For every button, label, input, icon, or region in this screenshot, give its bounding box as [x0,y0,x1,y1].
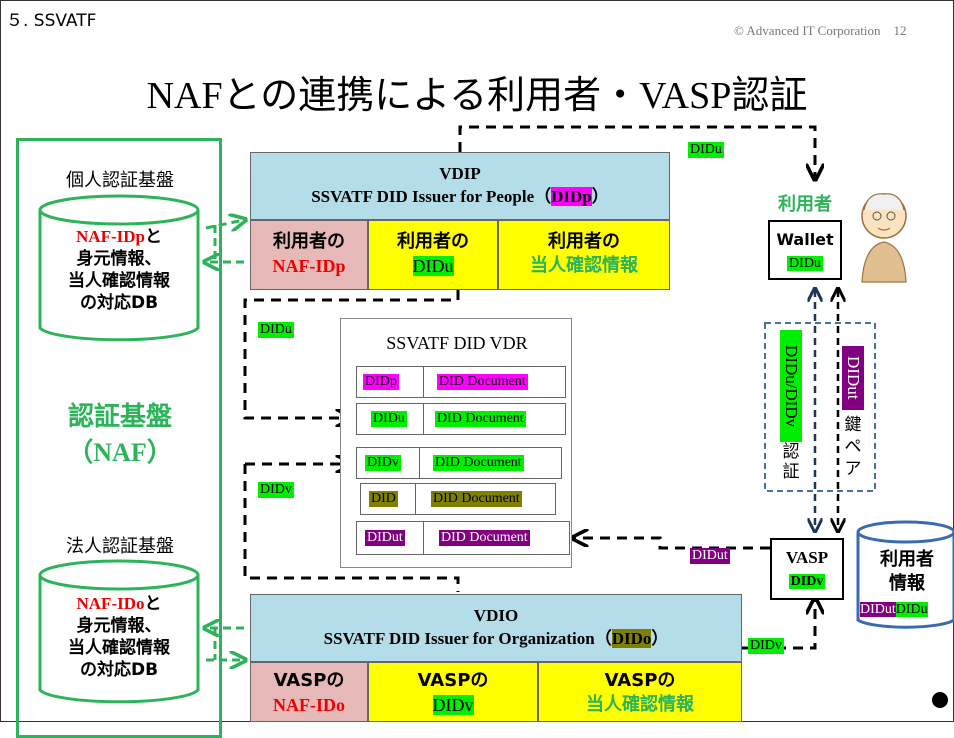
vdio-header: VDIO SSVATF DID Issuer for Organization（… [250,594,742,662]
flow-label-didu-top: DIDu [688,142,724,158]
bullet-dot [932,692,948,708]
naf-idp-label: NAF-IDp [76,227,145,246]
auth-kanji: 認 証 [782,442,800,482]
vdip-cell-didu: 利用者の DIDu [368,220,498,290]
user-label: 利用者 [778,194,832,215]
user-info-db-dids: DIDutDIDu [860,602,928,617]
vdip-name: VDIP [439,164,481,183]
vdio-cell-naf-ido: VASPの NAF-IDo [250,662,368,722]
vasp-did: DIDv [788,574,826,589]
vasp-box[interactable]: VASP DIDv [770,538,844,600]
corporate-auth-title: 法人認証基盤 [66,536,174,557]
auth-didu-didv-label: DIDu/DIDv [780,330,802,442]
user-info-db-text: 利用者 情報 [880,549,934,594]
flow-label-didut: DIDut [690,548,730,564]
vdio-name: VDIO [473,606,519,625]
corporate-db-cylinder [38,559,200,704]
wallet-label: Wallet [776,230,834,249]
vdip-cell-naf-idp: 利用者の NAF-IDp [250,220,368,290]
vdr-row-did: DID DID Document [360,483,556,515]
vdio-did: DIDo [611,629,652,648]
vdr-title: SSVATF DID VDR [386,333,528,353]
flow-label-didu-left: DIDu [258,322,294,338]
flow-label-didv-bottom: DIDv [748,638,784,654]
naf-label: 認証基盤 [67,402,172,432]
copyright-text: © Advanced IT Corporation 12 [734,23,907,38]
auth-keypair-label: 鍵 ペ ア [844,415,862,479]
wallet-did: DIDu [787,256,823,271]
section-label: ５. SSVATF [6,11,97,31]
vdr-row-didv: DIDv DID Document [356,447,562,479]
wallet-box[interactable]: Wallet DIDu [768,220,842,280]
vdip-cell-verification: 利用者の 当人確認情報 [498,220,670,290]
vasp-label: VASP [785,548,829,567]
vdr-row-didp: DIDp DID Document [356,366,566,398]
page-title: NAFとの連携による利用者・VASP認証 [146,75,808,117]
personal-db-text: NAF-IDpと 身元情報、 当人確認情報 の対応DB [68,227,170,313]
personal-db-cylinder [38,194,200,342]
personal-auth-title: 個人認証基盤 [66,170,174,191]
vdio-cell-didv: VASPの DIDv [368,662,538,722]
naf-abbrev: （NAF） [67,438,173,467]
naf-ido-label: NAF-IDo [76,594,145,613]
flow-label-didv-left: DIDv [258,482,294,498]
vdr-row-didut: DIDut DID Document [356,521,570,555]
vdio-cell-verification: VASPの 当人確認情報 [538,662,742,722]
vdip-header: VDIP SSVATF DID Issuer for People（DIDp） [250,152,670,220]
vdip-did: DIDp [551,187,592,206]
vdr-row-didu: DIDu DID Document [356,403,566,435]
corporate-db-text: NAF-IDoと 身元情報、 当人確認情報 の対応DB [68,594,170,680]
auth-didut-label: DIDut [842,346,864,410]
user-avatar-icon [861,193,907,283]
